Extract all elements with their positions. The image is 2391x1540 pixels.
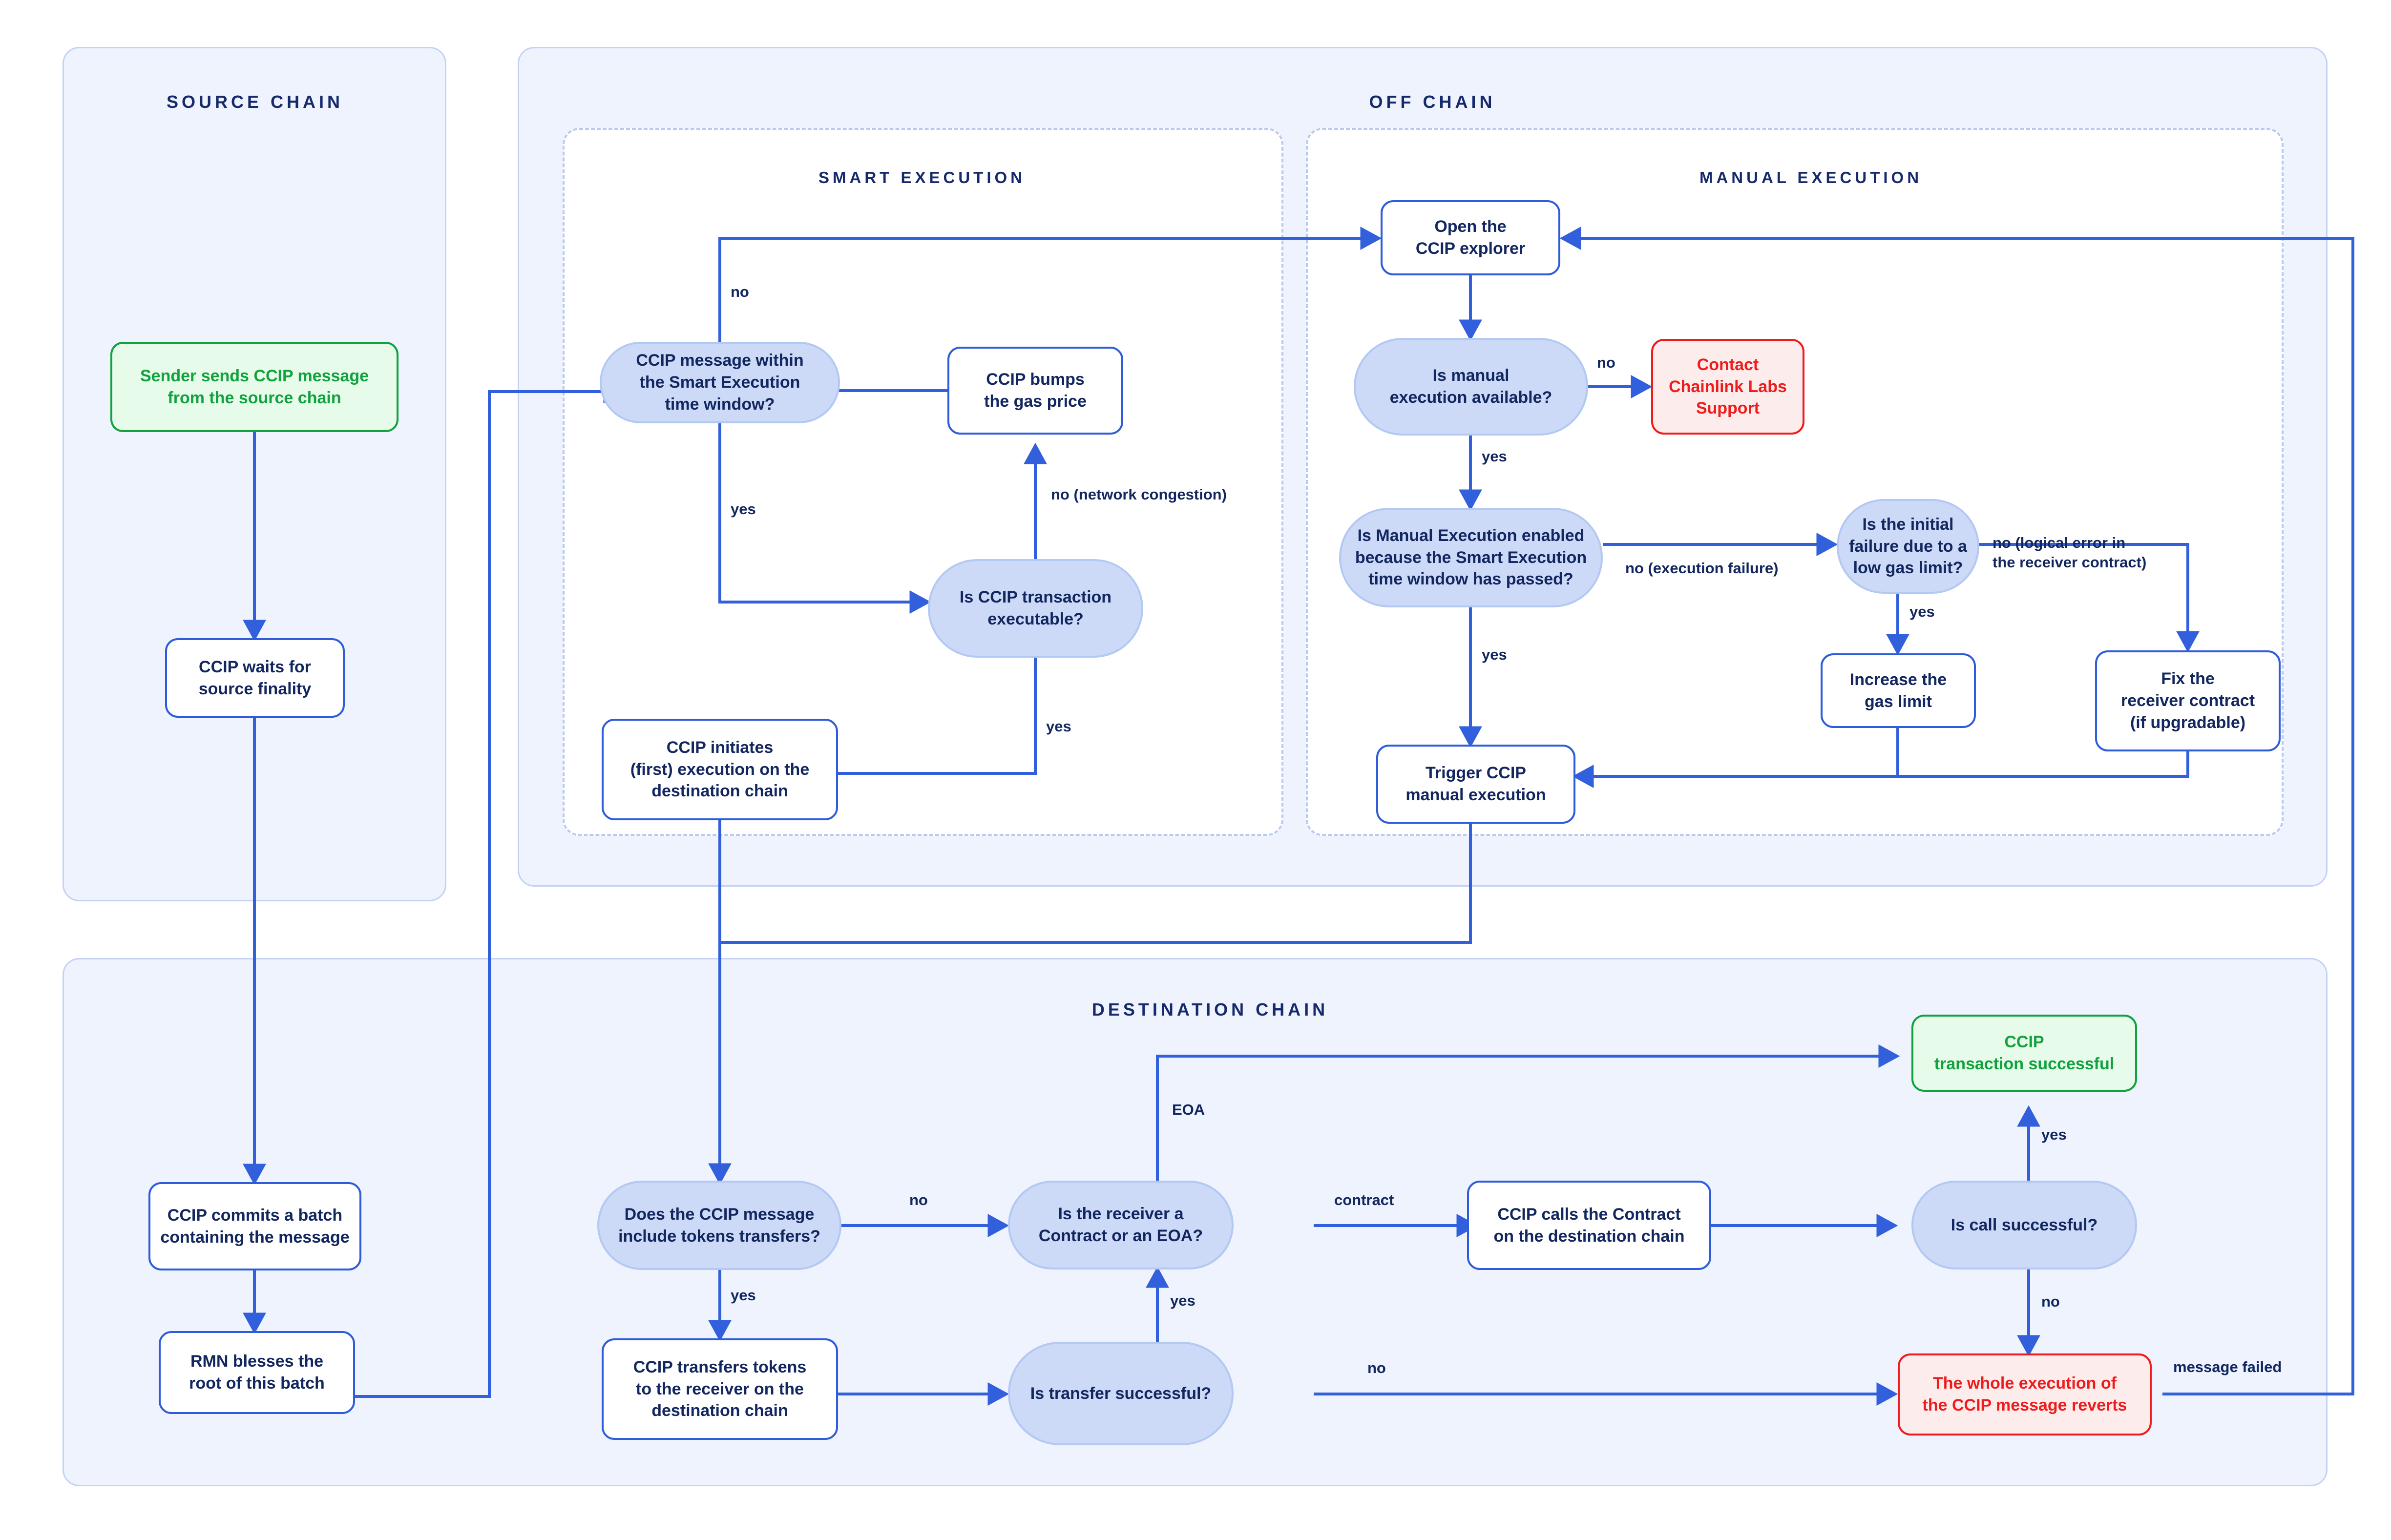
edge-label-no-window: no — [731, 283, 749, 300]
title-off-chain: OFF CHAIN — [1369, 92, 1496, 112]
edge-label-no-transfer: no — [1367, 1359, 1386, 1376]
edge-label-message-failed: message failed — [2173, 1358, 2282, 1375]
edge-label-eoa: EOA — [1172, 1101, 1205, 1118]
edge-label-yes-transfer: yes — [1170, 1292, 1196, 1309]
edge-label-yes-tokens: yes — [731, 1287, 756, 1304]
title-manual-execution: MANUAL EXECUTION — [1699, 168, 1923, 187]
edge-label-yes-executable: yes — [1046, 718, 1071, 735]
edge-label-no-manual-execution: no — [1597, 354, 1615, 371]
edge-label-no-logical-error-line1: no (logical error in — [1992, 534, 2126, 551]
title-smart-execution: SMART EXECUTION — [818, 168, 1026, 187]
edge-label-yes-window: yes — [731, 500, 756, 518]
title-source-chain: SOURCE CHAIN — [166, 92, 344, 112]
edge-label-yes-manual-enabled: yes — [1482, 646, 1507, 663]
edge-label-no-call: no — [2041, 1293, 2060, 1310]
edge-label-yes-call: yes — [2041, 1126, 2067, 1143]
edge-label-yes-manual-execution: yes — [1482, 448, 1507, 465]
edge-label-no-logical-error-line2: the receiver contract) — [1992, 554, 2147, 571]
node-is-call-successful[interactable]: Is call successful? — [1911, 1181, 2137, 1269]
edge-label-yes-low-gas-limit: yes — [1909, 603, 1935, 620]
edge-label-contract: contract — [1334, 1191, 1394, 1208]
edge-label-no-network-congestion: no (network congestion) — [1051, 486, 1227, 503]
edge-label-no-execution-failure: no (execution failure) — [1625, 560, 1779, 577]
edge-label-no-tokens: no — [909, 1191, 928, 1208]
title-destination-chain: DESTINATION CHAIN — [1091, 999, 1329, 1020]
node-is-transfer-successful[interactable]: Is transfer successful? — [1008, 1342, 1234, 1445]
panel-smart-execution — [563, 128, 1283, 836]
edge-label-no-logical-error: no (logical error in the receiver contra… — [1992, 533, 2146, 573]
